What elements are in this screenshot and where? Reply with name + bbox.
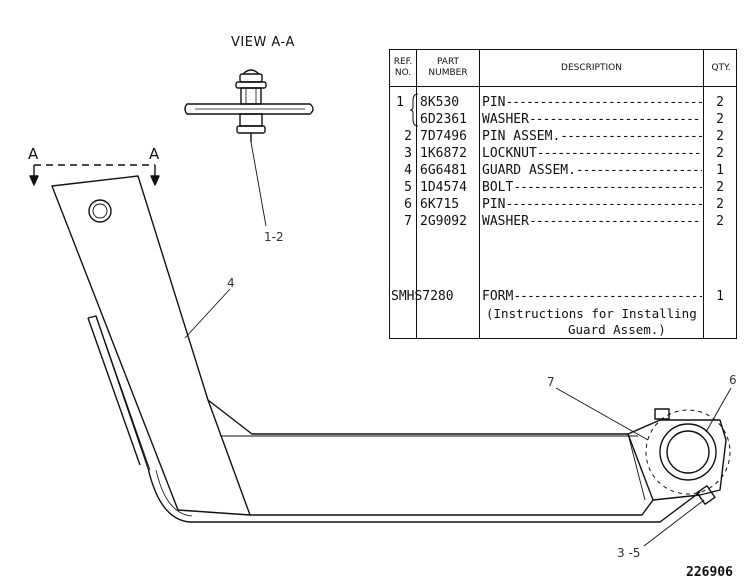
dash-leader: ----------------------------------------	[513, 289, 702, 304]
table-row: 7 2G9092 WASHER---------------------------…	[390, 214, 736, 231]
washer-outline-dashed	[645, 409, 731, 495]
dash-leader: ----------------------------------------	[528, 214, 702, 229]
row-part-number: 7D7496	[420, 129, 467, 144]
row-description: WASHER----------------------------------…	[482, 214, 702, 229]
dash-leader: ----------------------------------------	[505, 197, 702, 212]
leader-7	[555, 387, 649, 441]
parts-list-table: REF. NO. PART NUMBER DESCRIPTION QTY. 1 8…	[389, 49, 737, 339]
table-row: 6D2361 WASHER----------------------------…	[390, 112, 736, 129]
row-description: BOLT------------------------------------…	[482, 180, 702, 195]
pin-inner	[666, 430, 710, 474]
row-description: PIN-------------------------------------…	[482, 197, 702, 212]
row-part-number: 6G6481	[420, 163, 467, 178]
dash-leader: ----------------------------------------	[505, 95, 702, 110]
table-row: 2 7D7496 PIN ASSEM.-----------------------…	[390, 129, 736, 146]
dash-leader: ----------------------------------------	[513, 180, 702, 195]
form-note-line-1: (Instructions for Installing	[486, 306, 697, 321]
row-part-number: 1K6872	[420, 146, 467, 161]
form-description: FORM------------------------------------…	[482, 289, 702, 304]
header-qty: QTY.	[711, 63, 731, 73]
dash-leader: ----------------------------------------	[528, 112, 702, 127]
section-line-a-a	[29, 164, 160, 186]
form-note-line-2: Guard Assem.)	[568, 322, 666, 337]
dash-leader: ----------------------------------------	[575, 163, 702, 178]
row-ref: 5	[404, 180, 412, 195]
callout-3-5: 3 -5	[617, 546, 640, 560]
row-description: WASHER----------------------------------…	[482, 112, 702, 127]
row-description: PIN-------------------------------------…	[482, 95, 702, 110]
arm-mounting-hole	[88, 199, 112, 223]
row-qty: 2	[716, 112, 724, 127]
figure-number: 226906	[686, 565, 733, 580]
leader-3-5	[643, 499, 705, 547]
row-qty: 1	[716, 163, 724, 178]
row-ref: 7	[404, 214, 412, 229]
dash-leader: ----------------------------------------	[560, 129, 702, 144]
leader-1-2	[250, 141, 267, 227]
ref-1-brace	[410, 93, 419, 127]
row-ref: 1	[396, 95, 404, 110]
row-part-number: 2G9092	[420, 214, 467, 229]
table-row: 6 6K715 PIN-------------------------------…	[390, 197, 736, 214]
row-ref: 6	[404, 197, 412, 212]
table-row: 3 1K6872 LOCKNUT--------------------------…	[390, 146, 736, 163]
row-ref: 4	[404, 163, 412, 178]
row-ref: 2	[404, 129, 412, 144]
row-part-number: 6K715	[420, 197, 460, 212]
callout-4: 4	[227, 276, 235, 290]
row-description: PIN ASSEM.------------------------------…	[482, 129, 702, 144]
header-ref-no: REF. NO.	[393, 57, 413, 78]
row-qty: 2	[716, 180, 724, 195]
table-row: 1 8K530 PIN-------------------------------…	[390, 95, 736, 112]
pin-outer	[659, 423, 717, 481]
row-description: GUARD ASSEM.----------------------------…	[482, 163, 702, 178]
view-a-a-title: VIEW A-A	[231, 35, 295, 50]
table-row: 4 6G6481 GUARD ASSEM.---------------------…	[390, 163, 736, 180]
row-qty: 2	[716, 197, 724, 212]
leader-4	[184, 288, 231, 339]
row-part-number: 6D2361	[420, 112, 467, 127]
header-description: DESCRIPTION	[561, 63, 622, 73]
row-qty: 2	[716, 214, 724, 229]
callout-6: 6	[729, 373, 737, 387]
row-part-number: 8K530	[420, 95, 460, 110]
row-qty: 2	[716, 146, 724, 161]
header-part-number: PART NUMBER	[428, 57, 468, 78]
section-mark-a-right: A	[149, 145, 160, 163]
dash-leader: ----------------------------------------	[536, 146, 702, 161]
row-part-number: 1D4574	[420, 180, 467, 195]
row-qty: 2	[716, 129, 724, 144]
callout-7: 7	[547, 375, 555, 389]
row-description: LOCKNUT---------------------------------…	[482, 146, 702, 161]
form-qty: 1	[716, 289, 724, 304]
table-row: 5 1D4574 BOLT-----------------------------…	[390, 180, 736, 197]
view-a-a-pin-detail	[184, 69, 314, 142]
callout-1-2: 1-2	[264, 230, 284, 244]
form-ref: SMHS7280	[391, 289, 454, 304]
row-ref: 3	[404, 146, 412, 161]
leader-6	[705, 387, 732, 433]
row-qty: 2	[716, 95, 724, 110]
section-mark-a-left: A	[28, 145, 39, 163]
guard-assembly-body	[51, 175, 727, 523]
form-row: SMHS7280 FORM---------------------------…	[390, 289, 736, 306]
